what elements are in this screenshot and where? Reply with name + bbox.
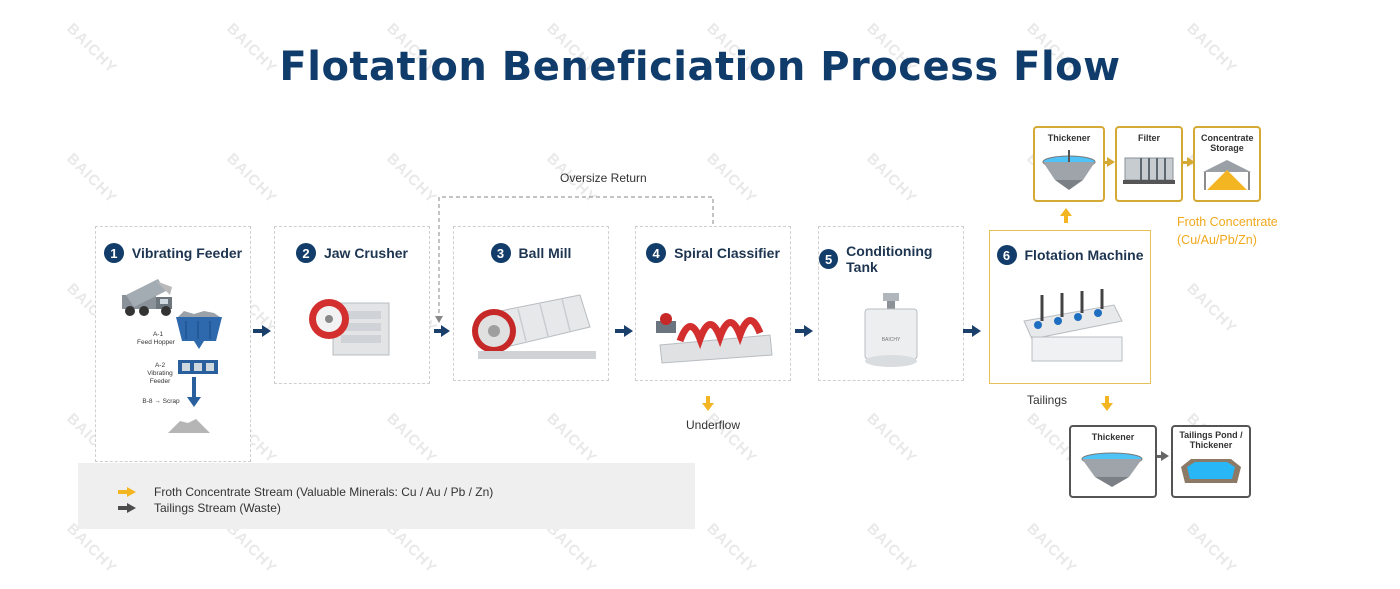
watermark: BAICHY — [63, 150, 121, 207]
froth-concentrate-minerals: (Cu/Au/Pb/Zn) — [1177, 233, 1257, 247]
froth-concentrate-label: Froth Concentrate — [1177, 215, 1278, 229]
box-label: Tailings Pond / Thickener — [1179, 430, 1243, 450]
hopper-code: A-1 — [152, 331, 164, 338]
stage-header: 6 Flotation Machine — [990, 245, 1150, 265]
tailings-pond-box: Tailings Pond / Thickener — [1171, 425, 1251, 498]
feeder-name-1: Vibrating — [147, 370, 173, 377]
step-number: 5 — [819, 249, 839, 269]
flotation-machine-icon — [1023, 289, 1123, 362]
ore-pile-icon — [168, 419, 210, 433]
down-arrow-icon — [187, 377, 201, 407]
step-number: 2 — [295, 243, 316, 263]
stage-flotation-machine: 6 Flotation Machine — [989, 230, 1151, 384]
step-number: 6 — [996, 245, 1017, 265]
watermark: BAICHY — [1183, 280, 1241, 337]
stage-jaw-crusher: 2 Jaw Crusher — [274, 226, 430, 384]
stage-label: Conditioning Tank — [846, 243, 933, 275]
step-number: 3 — [490, 243, 511, 263]
legend-froth-label: Froth Concentrate Stream (Valuable Miner… — [154, 485, 494, 499]
underflow-label: Underflow — [686, 418, 741, 432]
stage-conditioning-tank: 5 Conditioning Tank BAICHY — [818, 226, 964, 381]
thickener-icon — [1042, 150, 1096, 190]
hopper-name: Feed Hopper — [137, 339, 175, 346]
spiral-classifier-icon — [656, 313, 773, 364]
legend: Froth Concentrate Stream (Valuable Miner… — [78, 463, 695, 529]
watermark: BAICHY — [543, 410, 601, 467]
watermark: BAICHY — [863, 520, 921, 577]
thickener-icon — [1081, 452, 1143, 487]
oversize-return-label: Oversize Return — [560, 171, 647, 185]
stage-ball-mill: 3 Ball Mill — [453, 226, 609, 381]
feeder-name-2: Feeder — [149, 378, 171, 385]
step-number: 1 — [103, 243, 124, 263]
tailings-arrow-icon — [118, 503, 136, 513]
storage-shed-icon — [1203, 160, 1251, 190]
watermark: BAICHY — [223, 150, 281, 207]
watermark: BAICHY — [1023, 520, 1081, 577]
stage-header: 5 Conditioning Tank — [819, 243, 963, 275]
ball-mill-icon — [472, 294, 596, 359]
stage-label: Flotation Machine — [1024, 247, 1144, 263]
box-label: Concentrate Storage — [1201, 133, 1254, 153]
dump-truck-icon — [122, 279, 172, 316]
stage-header: 3 Ball Mill — [454, 243, 608, 263]
watermark: BAICHY — [383, 410, 441, 467]
watermark: BAICHY — [863, 150, 921, 207]
watermark: BAICHY — [703, 520, 761, 577]
conditioning-tank-icon — [864, 293, 918, 367]
watermark: BAICHY — [863, 410, 921, 467]
stage-label: Ball Mill — [518, 245, 572, 261]
tailings-label: Tailings — [1027, 393, 1068, 407]
box-label: Thickener — [1047, 133, 1091, 143]
concentrate-filter-box: Filter — [1115, 126, 1183, 202]
arrow-1-2 — [253, 329, 263, 333]
feed-hopper-icon — [176, 311, 222, 349]
legend-tailings: Tailings Stream (Waste) — [118, 501, 281, 515]
filter-press-icon — [1123, 157, 1175, 184]
stage-header: 2 Jaw Crusher — [275, 243, 429, 263]
legend-tailings-label: Tailings Stream (Waste) — [154, 501, 281, 515]
feeder-code: A-2 — [154, 362, 166, 369]
arrow-3-4 — [615, 329, 625, 333]
arrow-2-3 — [434, 329, 442, 333]
tank-brand: BAICHY — [881, 337, 901, 343]
stage-header: 4 Spiral Classifier — [636, 243, 790, 263]
watermark: BAICHY — [703, 150, 761, 207]
box-label: Filter — [1137, 133, 1160, 143]
page-title: Flotation Beneficiation Process Flow — [279, 44, 1121, 90]
scrap-label: B-8 → Scrap — [142, 398, 180, 405]
watermark: BAICHY — [383, 150, 441, 207]
stage-label: Vibrating Feeder — [131, 245, 243, 261]
froth-arrow-icon — [118, 487, 136, 497]
arrow-5-6 — [963, 329, 973, 333]
concentrate-thickener-box: Thickener — [1033, 126, 1105, 202]
legend-froth: Froth Concentrate Stream (Valuable Miner… — [118, 485, 493, 499]
vibrating-feeder-icon — [178, 360, 218, 374]
step-number: 4 — [646, 243, 667, 263]
tailings-pond-icon — [1181, 459, 1241, 483]
jaw-crusher-icon — [309, 299, 390, 356]
stage-spiral-classifier: 4 Spiral Classifier — [635, 226, 791, 381]
arrow-4-5 — [795, 329, 805, 333]
tailings-thickener-box: Thickener — [1069, 425, 1157, 498]
concentrate-storage-box: Concentrate Storage — [1193, 126, 1261, 202]
stage-label: Jaw Crusher — [323, 245, 409, 261]
box-label: Thickener — [1091, 432, 1135, 442]
stage-label: Spiral Classifier — [674, 245, 780, 261]
watermark: BAICHY — [1183, 520, 1241, 577]
stage-header: 1 Vibrating Feeder — [96, 243, 250, 263]
stage-vibrating-feeder: 1 Vibrating Feeder A-1 Feed Hopper A-2 V… — [95, 226, 251, 462]
